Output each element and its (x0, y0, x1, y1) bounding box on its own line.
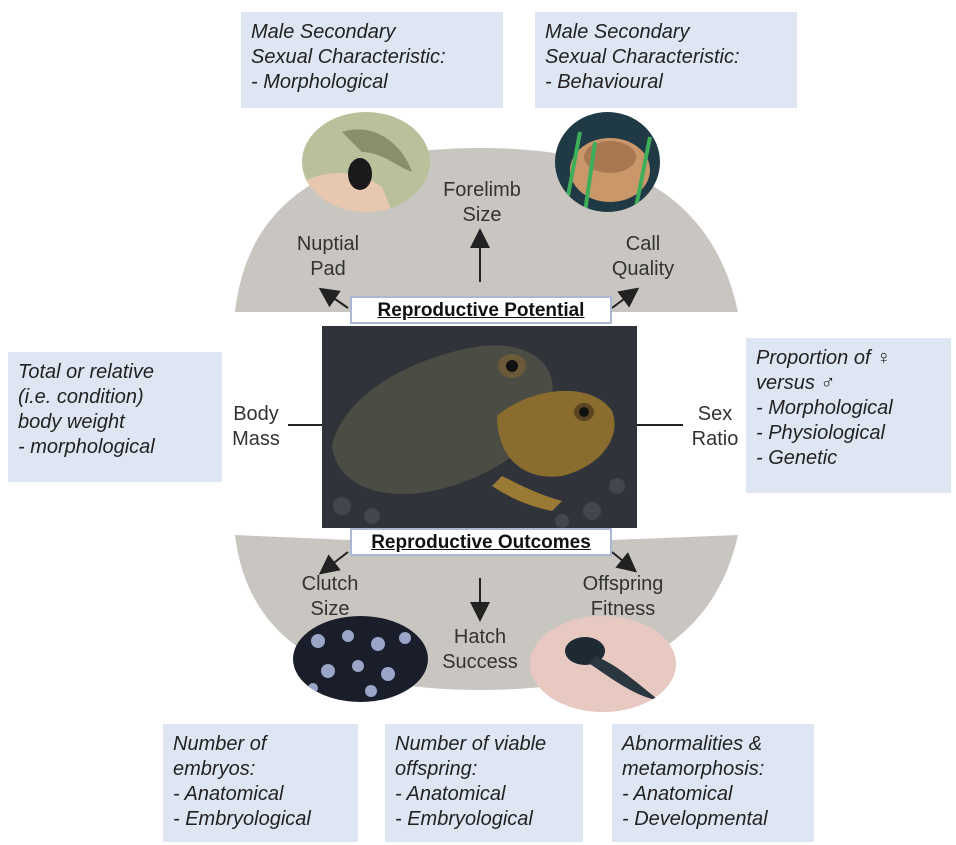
left-box: Total or relative (i.e. condition) body … (8, 352, 222, 482)
frog-photo (322, 326, 637, 528)
box-line: - Anatomical (173, 782, 348, 807)
box-line: versus ♂ (756, 371, 941, 396)
box-line: - Anatomical (395, 782, 573, 807)
label-line: Call (598, 232, 688, 257)
box-line: Abnormalities & (622, 732, 804, 757)
label-line: Forelimb (432, 178, 532, 203)
bottom-left-box: Number of embryos: - Anatomical - Embryo… (163, 724, 358, 842)
box-line: offspring: (395, 757, 573, 782)
box-line: Total or relative (18, 360, 212, 385)
top-left-box: Male Secondary Sexual Characteristic: - … (241, 12, 503, 108)
box-line: - Developmental (622, 807, 804, 832)
call-quality-label: Call Quality (598, 232, 688, 282)
label-line: Pad (283, 257, 373, 282)
box-line: metamorphosis: (622, 757, 804, 782)
top-right-box: Male Secondary Sexual Characteristic: - … (535, 12, 797, 108)
box-line: body weight (18, 410, 212, 435)
box-line: Proportion of ♀ (756, 346, 941, 371)
box-line: - Physiological (756, 421, 941, 446)
sex-ratio-label: Sex Ratio (684, 402, 746, 452)
box-line: - Behavioural (545, 70, 787, 95)
label-line: Size (285, 597, 375, 622)
reproductive-outcomes-title: Reproductive Outcomes (350, 528, 612, 556)
box-line: Number of (173, 732, 348, 757)
box-line: - Anatomical (622, 782, 804, 807)
box-line: embryos: (173, 757, 348, 782)
label-line: Hatch (430, 625, 530, 650)
box-line: (i.e. condition) (18, 385, 212, 410)
box-line: - morphological (18, 435, 212, 460)
label-line: Offspring (568, 572, 678, 597)
box-line: Sexual Characteristic: (545, 45, 787, 70)
box-line: Number of viable (395, 732, 573, 757)
box-line: - Morphological (756, 396, 941, 421)
nuptial-pad-label: Nuptial Pad (283, 232, 373, 282)
label-line: Clutch (285, 572, 375, 597)
label-line: Quality (598, 257, 688, 282)
label-line: Size (432, 203, 532, 228)
box-line: - Morphological (251, 70, 493, 95)
call-quality-photo (555, 112, 660, 212)
clutch-size-label: Clutch Size (285, 572, 375, 622)
box-line: Sexual Characteristic: (251, 45, 493, 70)
label-line: Fitness (568, 597, 678, 622)
label-line: Nuptial (283, 232, 373, 257)
box-line: - Genetic (756, 446, 941, 471)
offspring-fitness-label: Offspring Fitness (568, 572, 678, 622)
box-line: - Embryological (395, 807, 573, 832)
bottom-right-box: Abnormalities & metamorphosis: - Anatomi… (612, 724, 814, 842)
clutch-size-photo (293, 616, 428, 702)
body-mass-label: Body Mass (222, 402, 290, 452)
box-line: - Embryological (173, 807, 348, 832)
hatch-success-label: Hatch Success (430, 625, 530, 675)
right-box: Proportion of ♀ versus ♂ - Morphological… (746, 338, 951, 493)
reproductive-potential-title: Reproductive Potential (350, 296, 612, 324)
box-line: Male Secondary (545, 20, 787, 45)
label-line: Sex (684, 402, 746, 427)
nuptial-pad-photo (302, 112, 430, 212)
bottom-mid-box: Number of viable offspring: - Anatomical… (385, 724, 583, 842)
offspring-photo (530, 616, 676, 712)
forelimb-size-label: Forelimb Size (432, 178, 532, 228)
label-line: Mass (222, 427, 290, 452)
label-line: Success (430, 650, 530, 675)
label-line: Ratio (684, 427, 746, 452)
box-line: Male Secondary (251, 20, 493, 45)
label-line: Body (222, 402, 290, 427)
